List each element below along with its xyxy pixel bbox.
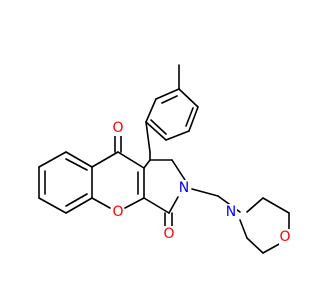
atom-label-layer: O O N O N O xyxy=(112,120,291,245)
ring-oxygen-label: O xyxy=(112,204,123,220)
bond xyxy=(145,98,157,123)
morpholine-oxygen-label: O xyxy=(279,229,290,245)
ketone-oxygen-label: O xyxy=(112,120,123,136)
bond xyxy=(38,151,67,168)
pyrrole-nitrogen-label: N xyxy=(179,180,189,196)
bond xyxy=(185,107,194,127)
bond xyxy=(65,151,93,168)
bond xyxy=(117,151,145,169)
morpholine-nitrogen-label: N xyxy=(226,204,236,220)
bond xyxy=(65,158,88,171)
ring-oxygen-atom: O xyxy=(112,204,124,220)
lactam-oxygen-label: O xyxy=(163,226,174,242)
atom-label-background xyxy=(112,120,124,136)
ketone-oxygen-atom: O xyxy=(112,120,124,136)
bond xyxy=(65,197,93,214)
bond-layer xyxy=(38,64,290,254)
pyrrole-nitrogen-atom: N xyxy=(178,180,190,196)
atom-label-background xyxy=(225,204,237,220)
bond xyxy=(145,121,167,141)
bond xyxy=(150,119,167,135)
morpholine-oxygen-atom: O xyxy=(279,229,291,245)
bond xyxy=(124,197,145,209)
bond xyxy=(143,197,170,214)
molecule-structure: O O N O N O xyxy=(38,64,291,254)
bond xyxy=(246,197,264,213)
bond xyxy=(161,95,178,104)
bond xyxy=(155,88,180,100)
bond xyxy=(165,130,190,141)
bond xyxy=(178,88,199,108)
atom-label-background xyxy=(112,204,124,220)
bond xyxy=(191,188,219,197)
bond xyxy=(262,197,290,214)
morpholine-nitrogen-atom: N xyxy=(225,204,237,220)
bond xyxy=(246,237,264,254)
lactam-oxygen-atom: O xyxy=(163,226,175,242)
bond xyxy=(91,151,119,168)
bond xyxy=(143,159,151,169)
molecule-canvas: O O N O N O xyxy=(38,64,291,254)
bond xyxy=(239,219,248,239)
bond xyxy=(171,159,186,181)
bond xyxy=(91,197,111,209)
atom-label-background xyxy=(178,180,190,196)
atom-label-background xyxy=(279,229,291,245)
atom-label-background xyxy=(163,226,175,242)
bond xyxy=(38,197,67,214)
bond xyxy=(145,121,151,153)
bond xyxy=(188,106,199,132)
bond xyxy=(65,193,88,207)
bond xyxy=(168,196,179,214)
bond xyxy=(262,242,282,254)
